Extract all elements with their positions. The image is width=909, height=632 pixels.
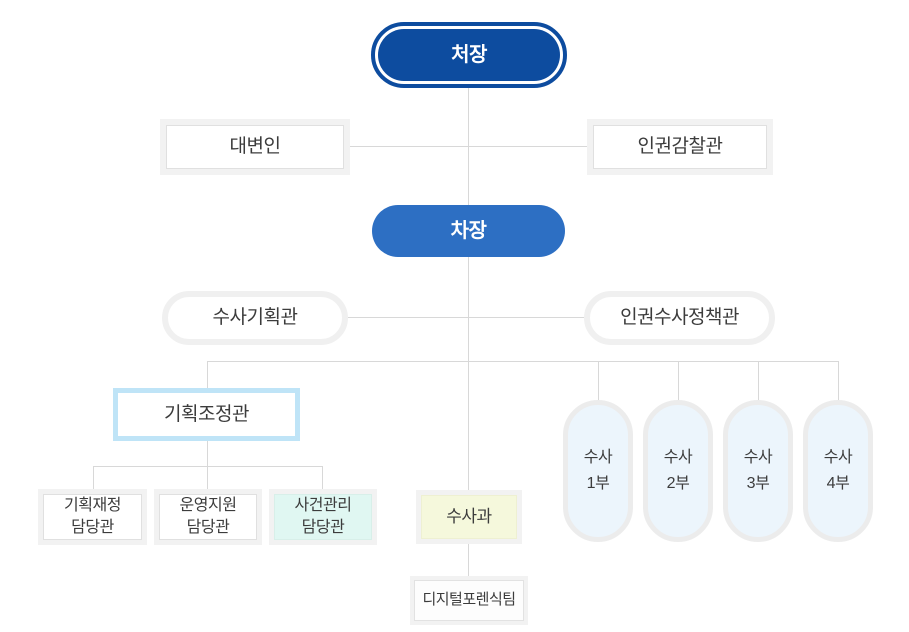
node-human-rights-inspector: 인권감찰관 bbox=[593, 125, 767, 169]
node-investigation-planning-officer: 수사기획관 bbox=[162, 291, 348, 345]
node-planning-coordination-officer: 기획조정관 bbox=[113, 388, 300, 441]
node-deputy-chief: 차장 bbox=[372, 205, 565, 257]
node-investigation-dept-1-label: 수사 1부 bbox=[583, 449, 613, 492]
connector-drop-officer2 bbox=[207, 466, 208, 489]
node-investigation-division-label: 수사과 bbox=[446, 506, 492, 526]
node-spokesperson-label: 대변인 bbox=[229, 136, 281, 158]
connector-planning-policy bbox=[348, 317, 584, 318]
connector-officers-horizontal bbox=[93, 466, 323, 467]
node-planning-finance-officer: 기획재정 담당관 bbox=[43, 494, 142, 540]
connector-branch-horizontal bbox=[207, 361, 838, 362]
node-investigation-dept-3: 수사 3부 bbox=[723, 400, 793, 542]
node-planning-finance-officer-label: 기획재정 담당관 bbox=[64, 497, 121, 536]
node-spokesperson: 대변인 bbox=[166, 125, 344, 169]
node-digital-forensics-team: 디지털포렌식팀 bbox=[414, 580, 524, 621]
connector-drop-dept3 bbox=[758, 361, 759, 400]
node-case-management-officer-label: 사건관리 담당관 bbox=[294, 497, 352, 536]
connector-drop-officer1 bbox=[93, 466, 94, 489]
node-investigation-division: 수사과 bbox=[421, 495, 517, 539]
node-human-rights-investigation-policy-officer-label: 인권수사정책관 bbox=[620, 307, 739, 329]
node-operation-support-officer: 운영지원 담당관 bbox=[159, 494, 257, 540]
connector-drop-officer3 bbox=[322, 466, 323, 489]
connector-division-forensics bbox=[468, 543, 469, 576]
connector-drop-planning-coordination bbox=[207, 361, 208, 388]
node-deputy-chief-label: 차장 bbox=[450, 219, 487, 242]
node-investigation-dept-1: 수사 1부 bbox=[563, 400, 633, 542]
connector-spokesperson-inspector bbox=[350, 146, 587, 147]
node-case-management-officer: 사건관리 담당관 bbox=[274, 494, 372, 540]
node-chief: 처장 bbox=[371, 22, 567, 88]
node-planning-coordination-officer-label: 기획조정관 bbox=[164, 403, 249, 425]
node-investigation-dept-2-label: 수사 2부 bbox=[663, 449, 693, 492]
connector-deputy-trunk bbox=[468, 257, 469, 490]
node-human-rights-inspector-label: 인권감찰관 bbox=[637, 136, 723, 158]
connector-drop-dept2 bbox=[678, 361, 679, 400]
connector-planning-coordination-down bbox=[207, 441, 208, 466]
node-chief-label: 처장 bbox=[378, 29, 560, 81]
node-investigation-planning-officer-label: 수사기획관 bbox=[212, 307, 298, 329]
node-investigation-dept-4: 수사 4부 bbox=[803, 400, 873, 542]
node-digital-forensics-team-label: 디지털포렌식팀 bbox=[422, 591, 516, 609]
connector-drop-dept4 bbox=[838, 361, 839, 400]
node-human-rights-investigation-policy-officer: 인권수사정책관 bbox=[584, 291, 775, 345]
node-investigation-dept-3-label: 수사 3부 bbox=[743, 449, 773, 492]
node-operation-support-officer-label: 운영지원 담당관 bbox=[179, 497, 237, 536]
node-investigation-dept-2: 수사 2부 bbox=[643, 400, 713, 542]
connector-drop-dept1 bbox=[598, 361, 599, 400]
node-investigation-dept-4-label: 수사 4부 bbox=[823, 449, 853, 492]
